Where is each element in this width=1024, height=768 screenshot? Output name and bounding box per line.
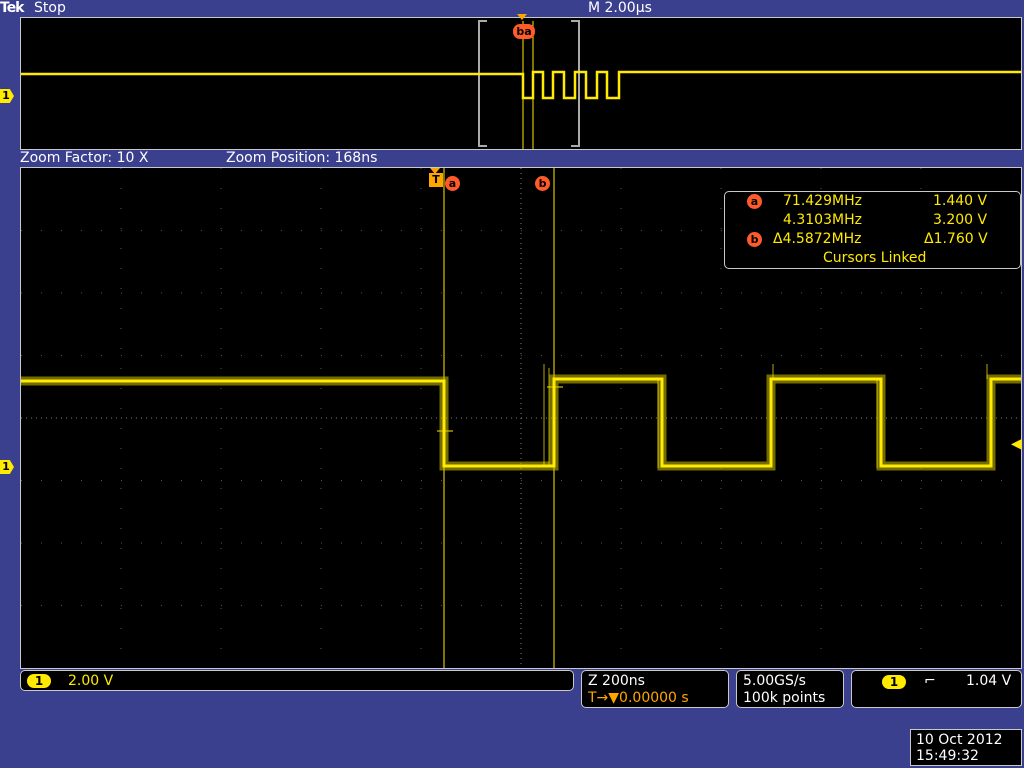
zoom-waveform [21,168,1021,668]
sample-rate: 5.00GS/s [743,673,806,689]
trigger-level: 1.04 V [966,673,1012,689]
cursor-b-badge[interactable]: b [535,172,550,191]
cursor-a-badge[interactable]: a [445,172,460,191]
date-readout: 10 Oct 2012 [916,732,1003,748]
zoom-factor-label: Zoom Factor: 10 X [20,150,149,166]
run-state: Stop [34,0,66,16]
cursor-delta-volt: Δ1.760 V [924,231,988,247]
record-length: 100k points [743,690,826,706]
timebase-readout: M 2.00µs [588,0,652,16]
overview-waveform-screen[interactable] [20,17,1022,150]
cursor-volt-2: 3.200 V [933,212,988,228]
graticule [21,168,1021,668]
zoom-time-scale: Z 200ns [588,673,645,689]
falling-edge-icon: ⌐ [924,673,936,689]
channel-scale-value: 2.00 V [68,673,114,689]
cursor-readout-panel: a 71.429MHz 1.440 V 4.3103MHz 3.200 V b … [724,191,1021,269]
overview-channel-marker[interactable]: 1 [0,89,14,103]
cursor-a-volt: 1.440 V [933,193,988,209]
cursor-a-icon: a [747,194,762,209]
cursor-a-row: a [747,193,772,209]
brand-logo: Tek [0,0,24,16]
time-readout: 15:49:32 [916,748,979,764]
overview-cursor-badge: ba [513,20,535,39]
datetime-box: 10 Oct 2012 15:49:32 [910,729,1022,766]
trigger-position-readout: T→▼0.00000 s [588,690,689,706]
cursor-freq-2: 4.3103MHz [783,212,862,228]
trigger-box[interactable]: 1 ⌐ 1.04 V [851,670,1022,708]
channel-scale-box[interactable]: 1 2.00 V [20,670,574,691]
cursors-linked-label: Cursors Linked [823,250,927,266]
zoom-position-label: Zoom Position: 168ns [226,150,378,166]
overview-waveform [21,20,1021,149]
trigger-level-arrow-icon[interactable]: ◀ [1011,436,1022,452]
overview-trigger-marker [517,14,527,20]
acquisition-box[interactable]: 5.00GS/s 100k points [736,670,844,708]
channel-1-pill: 1 [27,674,51,688]
cursor-b-icon: b [747,232,762,247]
horizontal-zoom-box[interactable]: Z 200ns T→▼0.00000 s [581,670,729,708]
cursor-b-row: b [747,231,762,247]
trigger-badge: T [429,173,443,187]
cursor-delta-freq: Δ4.5872MHz [773,231,862,247]
trigger-channel-pill: 1 [882,675,906,689]
cursor-a-freq: 71.429MHz [783,193,862,209]
channel-1-ground-marker[interactable]: 1 [0,460,14,474]
trigger-position-marker [430,168,440,174]
